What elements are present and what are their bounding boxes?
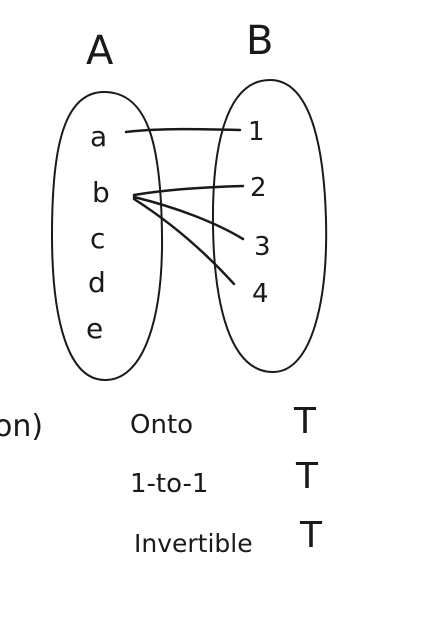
set-a-element-a: a (90, 120, 107, 153)
mapping-b-to-2 (132, 184, 245, 197)
set-a-label: A (86, 28, 114, 74)
set-a-element-e: e (86, 312, 103, 345)
property-one-to-one-value: T (295, 456, 319, 497)
mapping-b-to-3 (132, 195, 245, 241)
property-invertible-value: T (299, 515, 323, 556)
set-a-oval (50, 90, 164, 382)
set-b-element-2: 2 (250, 173, 267, 203)
set-a-element-c: c (90, 222, 105, 255)
side-note: on) (0, 409, 43, 444)
mapping-a-to-1 (124, 127, 242, 134)
property-onto-name: Onto (130, 410, 193, 440)
set-b-oval (211, 78, 328, 374)
property-invertible-name: Invertible (134, 529, 253, 558)
property-one-to-one-name: 1-to-1 (130, 469, 208, 499)
set-a-element-d: d (88, 266, 106, 299)
mapping-b-to-4 (132, 197, 236, 286)
set-a-element-b: b (92, 176, 110, 209)
set-b-element-3: 3 (254, 232, 271, 262)
set-b-label: B (246, 18, 273, 64)
set-b-element-4: 4 (252, 279, 269, 309)
property-onto-value: T (293, 401, 317, 442)
set-b-element-1: 1 (248, 117, 265, 147)
